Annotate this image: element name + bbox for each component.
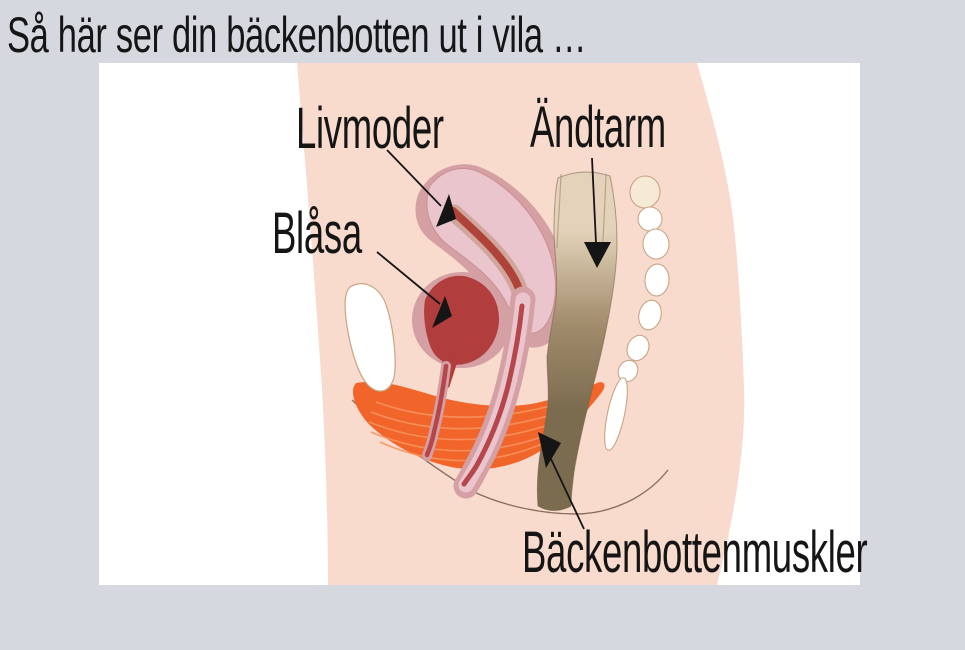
annotation-arrowheads	[432, 194, 611, 468]
page-title: Så här ser din bäckenbotten ut i vila …	[7, 7, 587, 63]
vagina-canal	[461, 303, 525, 487]
muskler-leader-line	[550, 458, 585, 530]
andtarm-arrowhead	[584, 242, 611, 268]
sacrum-vertebra	[642, 228, 670, 260]
sacrum-vertebra	[637, 206, 663, 232]
sacrum-vertebra	[638, 299, 662, 331]
sacrum-vertebra	[629, 175, 661, 209]
blasa-leader-line	[376, 251, 441, 305]
annotation-arrows	[376, 149, 597, 530]
label-uterus: Livmoder	[296, 96, 444, 161]
bladder-shape	[424, 275, 500, 365]
andtarm-leader-line	[591, 157, 597, 244]
coccyx-bone	[604, 377, 628, 451]
muskler-arrowhead	[538, 432, 561, 468]
livmoder-arrowhead	[436, 194, 456, 227]
livmoder-leader-line	[386, 149, 442, 207]
sacrum-vertebra	[644, 263, 670, 297]
blasa-arrowhead	[432, 296, 452, 328]
label-rectum: Ändtarm	[530, 95, 666, 160]
sacrum-coccyx-bones	[604, 175, 670, 451]
pelvic-illustration	[297, 63, 745, 585]
sacrum-vertebra	[626, 334, 650, 362]
pubic-bone	[344, 283, 396, 392]
label-bladder: Blåsa	[272, 201, 362, 266]
label-pelvic-floor-muscles: Bäckenbottenmuskler	[522, 520, 868, 585]
urethra-canal	[424, 363, 449, 458]
